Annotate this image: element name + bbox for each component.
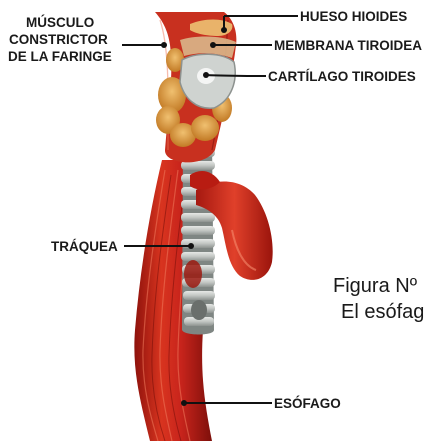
label-musculo-line3: DE LA FARINGE xyxy=(8,49,112,64)
figure-caption-line2: El esófag xyxy=(341,301,424,323)
label-traquea: TRÁQUEA xyxy=(51,239,118,254)
trachea xyxy=(181,140,215,335)
label-membrana-tiroidea: MEMBRANA TIROIDEA xyxy=(274,38,422,53)
label-esofago: ESÓFAGO xyxy=(274,396,341,411)
label-musculo-line2: CONSTRICTOR xyxy=(9,32,108,47)
figure-caption-line1: Figura Nº xyxy=(333,275,418,297)
label-cartilago-tiroides: CARTÍLAGO TIROIDES xyxy=(268,69,416,84)
label-hueso-hioides: HUESO HIOIDES xyxy=(300,9,407,24)
label-musculo-line1: MÚSCULO xyxy=(26,15,94,30)
